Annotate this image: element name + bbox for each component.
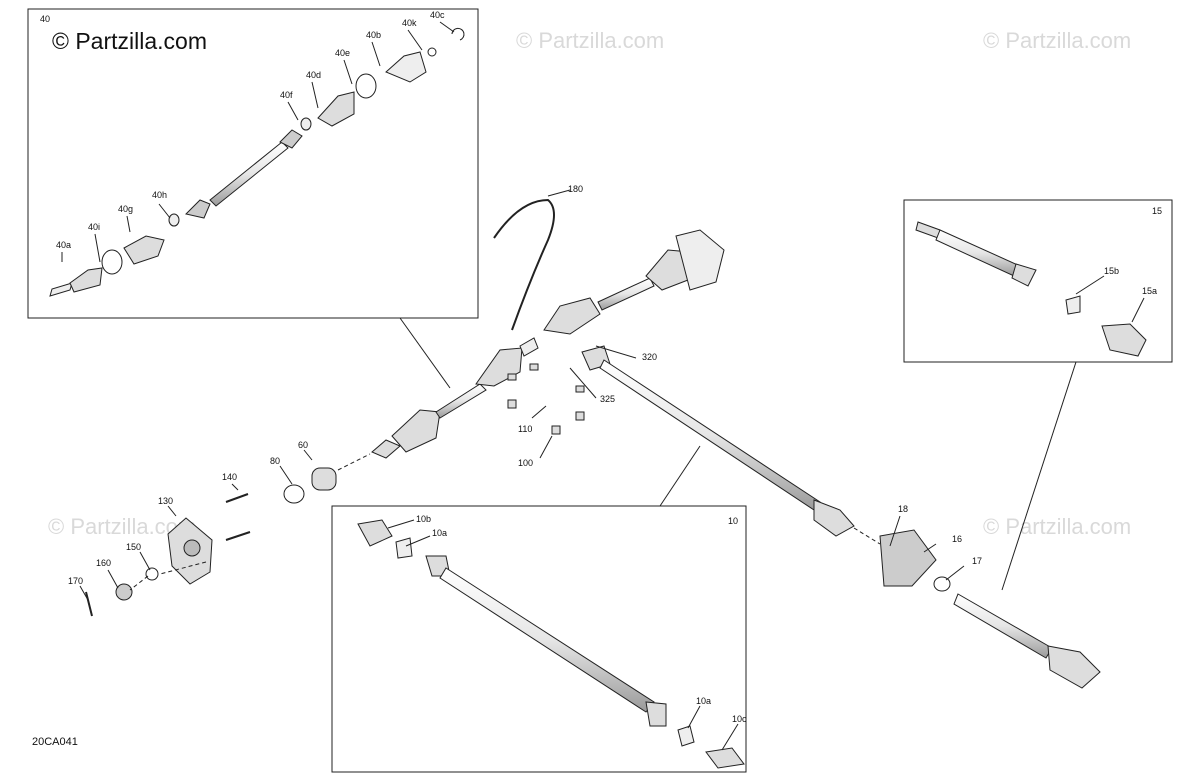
callout-labels: 40 40a 40i 40g 40h 40f 40d 40e 40b 40k 4… xyxy=(40,10,1162,724)
callout-130: 130 xyxy=(158,496,173,506)
inset-40-axle xyxy=(49,27,465,297)
bearing-16 xyxy=(879,529,937,587)
callout-10b: 10b xyxy=(416,514,431,524)
callout-18: 18 xyxy=(898,504,908,514)
washer-150 xyxy=(145,567,159,581)
diagram-code: 20CA041 xyxy=(32,736,78,748)
partzilla-watermark: © Partzilla.com xyxy=(52,28,207,54)
inset-10-shaft xyxy=(357,519,745,769)
ring-80 xyxy=(283,484,305,504)
callout-325: 325 xyxy=(600,394,615,404)
callout-40h: 40h xyxy=(152,190,167,200)
callout-15a: 15a xyxy=(1142,286,1157,296)
callout-10c: 10c xyxy=(732,714,747,724)
inset-10-label: 10 xyxy=(728,516,738,526)
callout-170: 170 xyxy=(68,576,83,586)
watermark: © Partzilla.com xyxy=(516,28,665,53)
watermark: © Partzilla.com xyxy=(983,28,1132,53)
hardware-bolts xyxy=(507,363,585,435)
prop-shaft xyxy=(581,345,1101,689)
callout-100: 100 xyxy=(518,458,533,468)
callout-140: 140 xyxy=(222,472,237,482)
inset-40-label: 40 xyxy=(40,14,50,24)
callout-40c: 40c xyxy=(430,10,445,20)
callout-40d: 40d xyxy=(306,70,321,80)
callout-40g: 40g xyxy=(118,204,133,214)
callout-16: 16 xyxy=(952,534,962,544)
inset-15-label: 15 xyxy=(1152,206,1162,216)
callout-40e: 40e xyxy=(335,48,350,58)
inset-15-shaft xyxy=(915,221,1147,357)
main-axle xyxy=(371,229,725,459)
callout-160: 160 xyxy=(96,558,111,568)
callout-110: 110 xyxy=(518,424,532,434)
watermark: © Partzilla.com xyxy=(983,514,1132,539)
callout-15b: 15b xyxy=(1104,266,1119,276)
nut-160 xyxy=(115,583,133,601)
callout-17: 17 xyxy=(972,556,982,566)
hub-130 xyxy=(85,493,251,617)
callout-180: 180 xyxy=(568,184,583,194)
bearing-60 xyxy=(311,467,337,491)
pin-170 xyxy=(85,591,93,617)
callout-40f: 40f xyxy=(280,90,293,100)
callout-10a: 10a xyxy=(696,696,711,706)
hose-180 xyxy=(493,198,555,331)
callout-60: 60 xyxy=(298,440,308,450)
callout-40k: 40k xyxy=(402,18,417,28)
ring-17 xyxy=(933,576,951,592)
callout-320: 320 xyxy=(642,352,657,362)
callout-10a: 10a xyxy=(432,528,447,538)
callout-40a: 40a xyxy=(56,240,71,250)
callout-150: 150 xyxy=(126,542,141,552)
callout-40i: 40i xyxy=(88,222,100,232)
callout-40b: 40b xyxy=(366,30,381,40)
callout-80: 80 xyxy=(270,456,280,466)
